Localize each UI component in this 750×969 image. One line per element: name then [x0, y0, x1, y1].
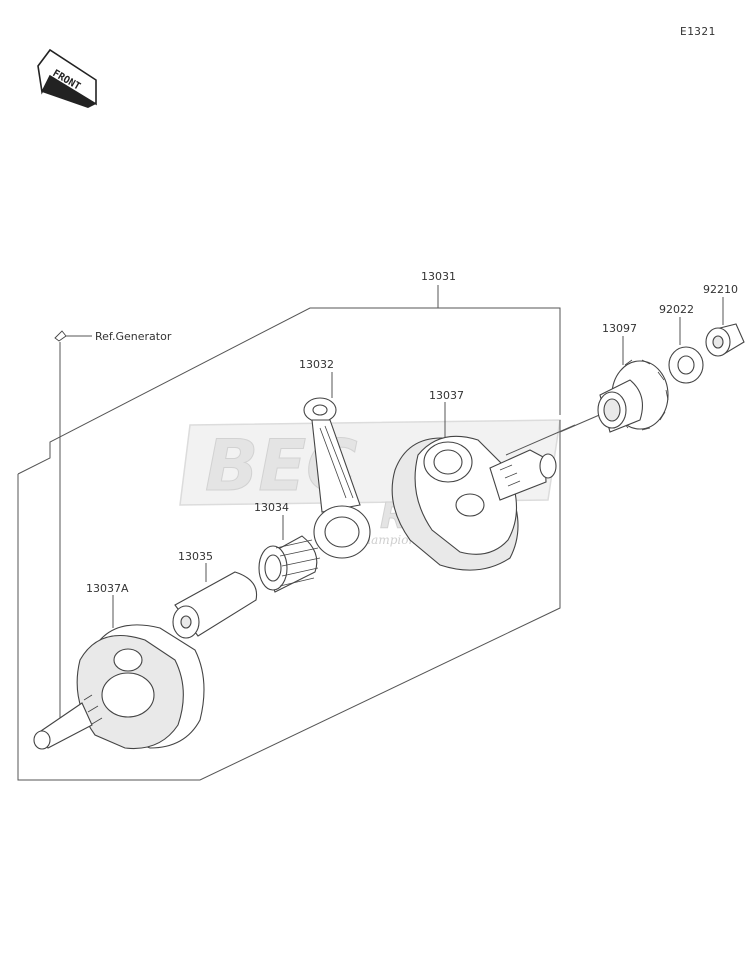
reference-label: Ref.Generator: [95, 330, 172, 343]
page-code: E1321: [680, 25, 716, 38]
needle-bearing: [258, 535, 321, 593]
connecting-rod: [303, 397, 371, 559]
nut: [705, 323, 745, 357]
part-label-13031: 13031: [421, 270, 456, 283]
crank-pin: [172, 571, 258, 639]
leader-lines: [112, 297, 724, 628]
part-label-13037a: 13037A: [86, 582, 129, 595]
part-label-92210: 92210: [703, 283, 738, 296]
part-label-13035: 13035: [178, 550, 213, 563]
ref-generator-pointer: [54, 330, 92, 720]
part-label-13037: 13037: [429, 389, 464, 402]
crank-half-right: [391, 435, 557, 571]
assembly-frame: [17, 285, 561, 781]
part-label-13032: 13032: [299, 358, 334, 371]
front-arrow-icon: FRONT: [37, 48, 97, 108]
washer: [668, 346, 704, 384]
part-label-13097: 13097: [602, 322, 637, 335]
gear: [597, 359, 669, 433]
crank-half-left: [33, 624, 205, 750]
part-label-92022: 92022: [659, 303, 694, 316]
part-label-13034: 13034: [254, 501, 289, 514]
